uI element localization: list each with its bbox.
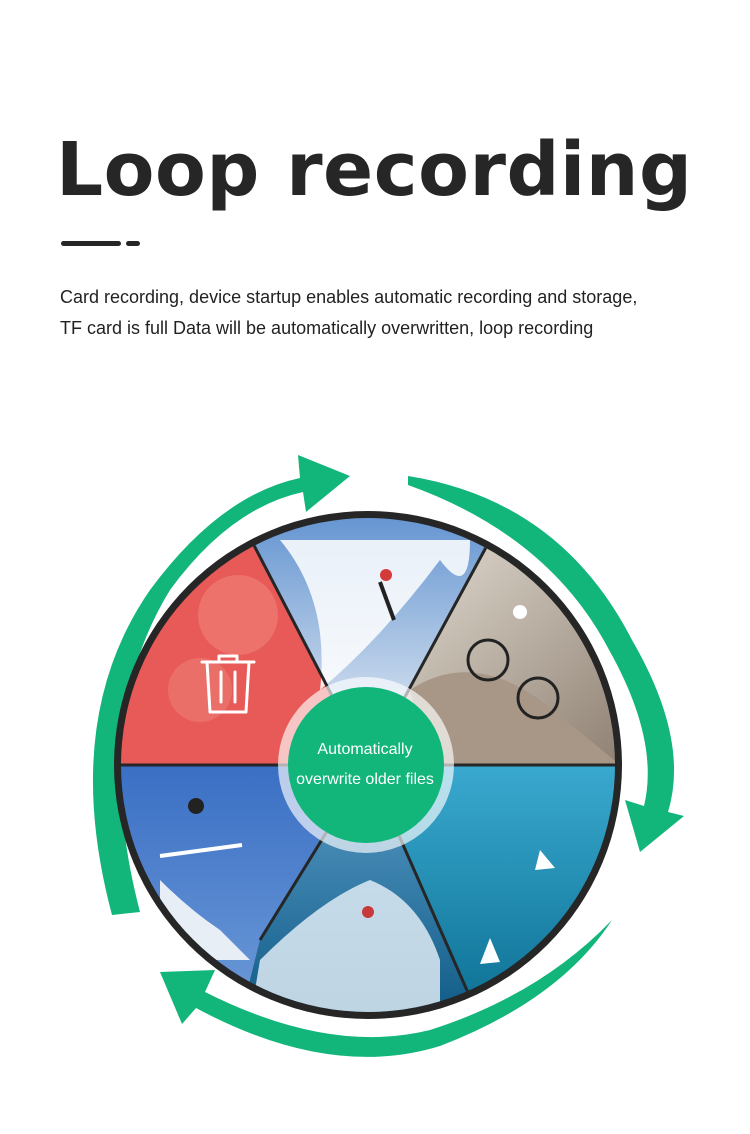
description: Card recording, device startup enables a… — [60, 282, 700, 344]
trash-icon — [200, 654, 256, 714]
page-title: Loop recording — [56, 127, 693, 213]
loop-wheel-graphic — [92, 455, 684, 1057]
center-caption-line-1: Automatically — [317, 741, 413, 758]
description-line-2: TF card is full Data will be automatical… — [60, 318, 594, 338]
description-line-1: Card recording, device startup enables a… — [60, 287, 638, 307]
title-underline-long — [61, 241, 121, 246]
center-badge — [288, 687, 444, 843]
title-underline-short — [126, 241, 140, 246]
center-caption-line-2: overwrite older files — [296, 771, 434, 788]
circular-arrow-icon — [92, 455, 684, 1057]
center-caption: Automatically overwrite older files — [285, 735, 445, 795]
